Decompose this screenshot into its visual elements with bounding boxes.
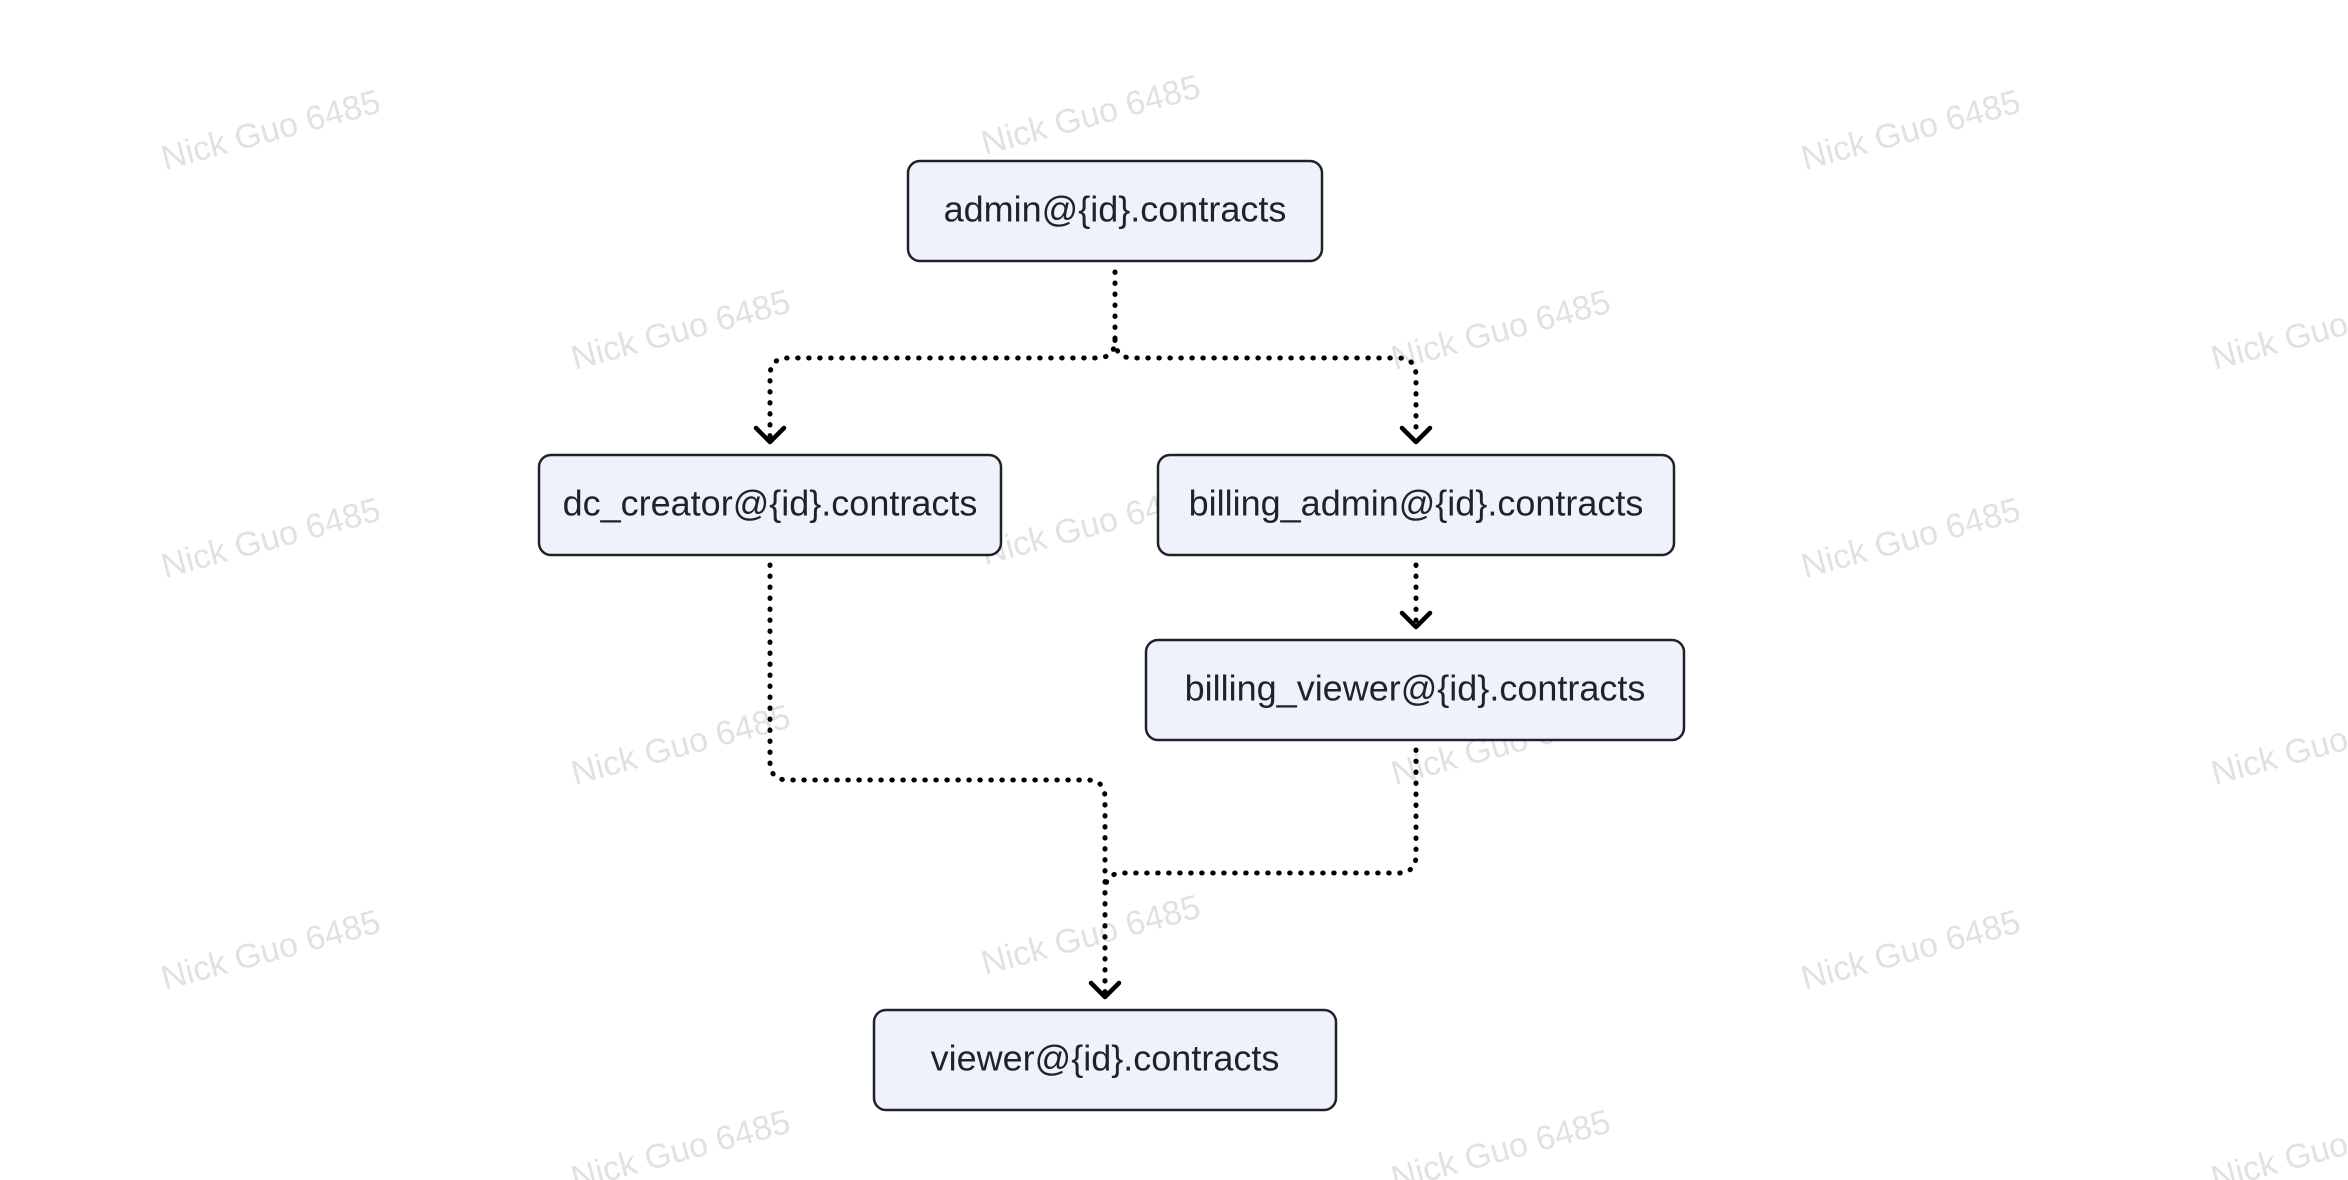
nodes-layer: admin@{id}.contracts dc_creator@{id}.con… (537, 159, 1686, 1112)
edge-admin-to-billing-admin (1112, 337, 1433, 445)
edge-billing-viewer-to-viewer (1102, 747, 1419, 894)
edge-admin-to-dc-creator (753, 269, 1118, 445)
arrow-down-icon (1088, 980, 1122, 1000)
watermark-text: Nick Guo 6485 (157, 903, 384, 998)
edges-layer (753, 269, 1433, 1000)
watermark-text: Nick Guo 6485 (567, 698, 794, 793)
node-label-billing-viewer: billing_viewer@{id}.contracts (1185, 668, 1646, 709)
watermark-text: Nick Guo 6485 (2207, 698, 2348, 793)
watermark-text: Nick Guo 6485 (1797, 83, 2024, 178)
watermark-text: Nick Guo 6485 (977, 888, 1204, 983)
watermark-text: Nick Guo 6485 (1387, 1103, 1614, 1180)
watermark-text: Nick Guo 6485 (1387, 283, 1614, 378)
watermark-text: Nick Guo 6485 (2207, 283, 2348, 378)
edge-dc-creator-to-viewer (767, 562, 1122, 1000)
node-admin[interactable]: admin@{id}.contracts (906, 159, 1324, 263)
watermark-text: Nick Guo 6485 (567, 283, 794, 378)
node-dc-creator[interactable]: dc_creator@{id}.contracts (537, 453, 1003, 557)
watermark-text: Nick Guo 6485 (567, 1103, 794, 1180)
node-label-dc-creator: dc_creator@{id}.contracts (563, 483, 978, 524)
node-billing-viewer[interactable]: billing_viewer@{id}.contracts (1144, 638, 1686, 742)
arrow-down-icon (1399, 425, 1433, 445)
watermark-text: Nick Guo 6485 (2207, 1103, 2348, 1180)
watermark-text: Nick Guo 6485 (977, 68, 1204, 163)
edge-billing-admin-to-billing-viewer (1399, 562, 1433, 630)
node-label-billing-admin: billing_admin@{id}.contracts (1189, 483, 1644, 524)
watermark-text: Nick Guo 6485 (157, 83, 384, 178)
node-billing-admin[interactable]: billing_admin@{id}.contracts (1156, 453, 1676, 557)
node-label-admin: admin@{id}.contracts (944, 189, 1287, 230)
node-viewer[interactable]: viewer@{id}.contracts (872, 1008, 1338, 1112)
watermark-text: Nick Guo 6485 (157, 491, 384, 586)
node-label-viewer: viewer@{id}.contracts (931, 1038, 1280, 1079)
arrow-down-icon (753, 425, 787, 445)
arrow-down-icon (1399, 610, 1433, 630)
watermark-text: Nick Guo 6485 (1797, 491, 2024, 586)
watermark-text: Nick Guo 6485 (1797, 903, 2024, 998)
